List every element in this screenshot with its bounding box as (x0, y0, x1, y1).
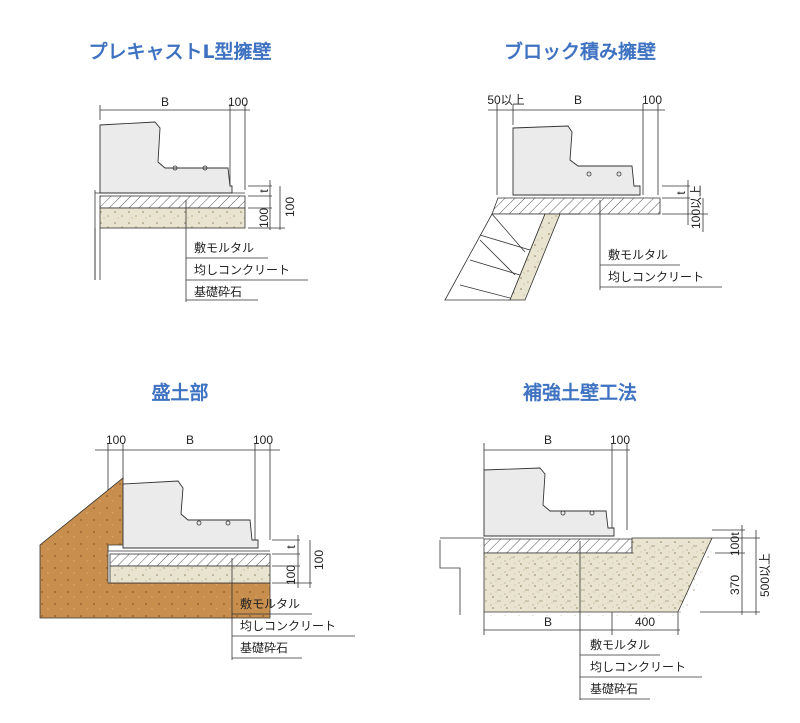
diagram-reinforced-earth-wall: 補強土壁工法 B 100 t 100 370 500以上 (439, 381, 772, 700)
dimension-100-total: 100 (283, 197, 297, 217)
label-base-gravel: 基礎砕石 (590, 681, 638, 696)
dimension-100: 100 (610, 433, 630, 447)
dimension-t: t (284, 545, 298, 549)
dimension-100-left: 100 (106, 433, 126, 447)
label-base-gravel: 基礎砕石 (194, 284, 242, 299)
dimension-100-or-more: 100以上 (689, 185, 703, 229)
dimension-100-concrete: 100 (284, 565, 298, 585)
label-leveling-concrete: 均しコンクリート (240, 619, 336, 633)
dimension-b-bottom: B (544, 615, 552, 629)
bed-mortar-layer (109, 553, 271, 567)
dimension-100-right: 100 (253, 433, 273, 447)
diagram-title: ブロック積み擁壁 (504, 40, 656, 63)
precast-l-block (99, 121, 233, 194)
dimension-50-or-more: 50以上 (487, 93, 524, 107)
dimension-b: B (186, 433, 194, 447)
label-bed-mortar: 敷モルタル (608, 247, 668, 262)
dimension-t: t (674, 191, 688, 195)
label-bed-mortar: 敷モルタル (194, 240, 254, 255)
dimension-b: B (544, 433, 552, 447)
dimension-t: t (257, 189, 271, 193)
label-bed-mortar: 敷モルタル (590, 637, 650, 652)
precast-block (512, 125, 641, 196)
dimension-400: 400 (635, 615, 655, 629)
dimension-100: 100 (228, 95, 248, 109)
diagram-title: プレキャストL型擁壁 (88, 40, 271, 63)
diagram-block-masonry-wall: ブロック積み擁壁 50以上 B 100 t 100以上 (444, 40, 722, 301)
label-leveling-concrete: 均しコンクリート (194, 263, 290, 277)
label-leveling-concrete: 均しコンクリート (608, 270, 704, 284)
dimension-100: 100 (728, 536, 742, 556)
bed-mortar-layer (483, 538, 633, 554)
diagram-embankment: 盛土部 100 B 100 t 100 100 敷モ (39, 381, 355, 660)
dimension-100-concrete: 100 (257, 208, 271, 228)
dimension-t: t (728, 532, 742, 536)
dimension-370: 370 (728, 575, 742, 595)
bed-mortar-layer (99, 195, 246, 209)
label-bed-mortar: 敷モルタル (240, 596, 300, 611)
diagram-precast-l-wall: プレキャストL型擁壁 B 100 t 100 100 (88, 40, 308, 302)
dimension-500-or-more: 500以上 (758, 553, 772, 597)
label-base-gravel: 基礎砕石 (240, 640, 288, 655)
precast-l-block (122, 480, 259, 549)
diagram-title: 盛土部 (151, 381, 208, 404)
label-leveling-concrete: 均しコンクリート (590, 660, 686, 674)
dimension-b: B (161, 95, 169, 109)
bed-mortar-layer (491, 197, 661, 215)
dimension-100-total: 100 (312, 550, 326, 570)
dimension-100: 100 (642, 93, 662, 107)
precast-block (483, 467, 615, 537)
diagram-title: 補強土壁工法 (522, 381, 637, 404)
dimension-b: B (574, 93, 582, 107)
